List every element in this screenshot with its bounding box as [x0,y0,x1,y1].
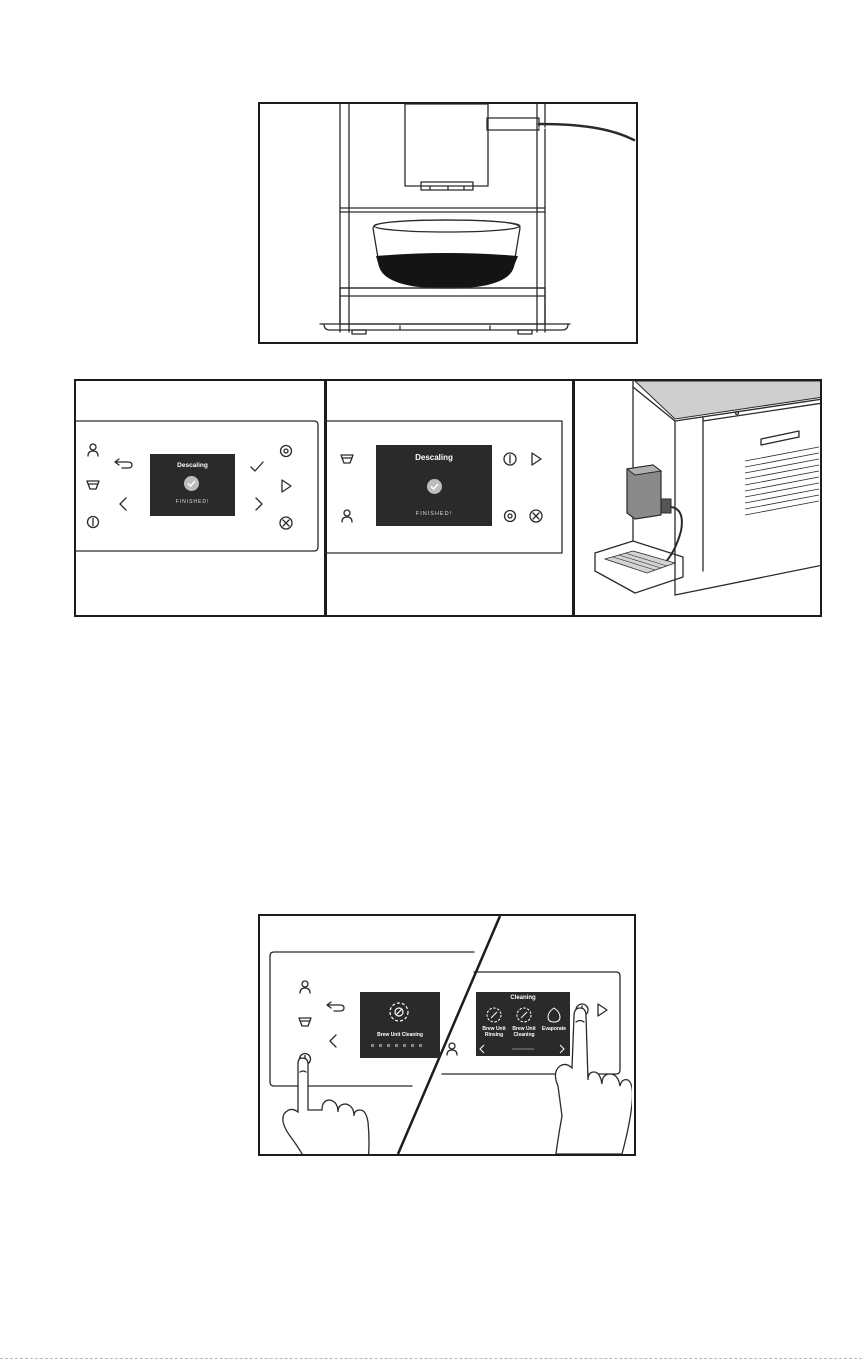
cup-icon[interactable] [298,1016,312,1028]
play-icon[interactable] [280,479,292,493]
screen-status: FINISHED! [150,499,235,505]
back-arrow-icon[interactable] [114,457,134,469]
display-screen: Descaling FINISHED! [150,454,235,516]
cancel-icon[interactable] [278,515,294,531]
user-profile-icon[interactable] [446,1042,458,1056]
page-edge-dashes [0,1358,862,1359]
figure-descaling-finished: Descaling FINISHED! [74,379,822,617]
control-panel-a: Descaling FINISHED! [76,381,324,617]
machine-power-cord-illustration [575,381,822,615]
bean-power-icon[interactable] [502,451,518,467]
check-icon [427,479,442,494]
coffee-machine-illustration [260,104,636,342]
brew-unit-gear-icon [385,998,415,1026]
bean-power-icon[interactable] [86,515,100,529]
settings-gear-icon[interactable] [278,443,294,459]
user-profile-icon[interactable] [340,509,354,523]
figure-brew-unit-cleaning: Brew Unit Cleaning Cleaning Brew Unit Ri… [258,914,636,1156]
hand-pointing-left [276,1052,386,1156]
check-icon [184,476,199,491]
option-label[interactable]: Brew Unit Rinsing [482,1026,506,1038]
chevron-left-icon[interactable] [118,497,128,511]
cancel-icon[interactable] [528,508,544,524]
screen-title: Descaling [376,453,492,462]
progress-dots [371,1044,431,1048]
display-screen: Descaling FINISHED! [376,445,492,526]
display-screen: Brew Unit Cleaning [360,992,440,1058]
screen-title: Brew Unit Cleaning [360,1032,440,1038]
screen-title: Cleaning [476,995,570,1001]
hand-pointing-right [522,1004,632,1154]
settings-gear-icon[interactable] [502,508,518,524]
chevron-left-icon[interactable] [328,1034,338,1048]
play-icon[interactable] [530,452,542,466]
control-panel-b: Descaling FINISHED! [326,381,572,617]
chevron-right-icon[interactable] [254,497,264,511]
checkmark-icon[interactable] [250,461,264,473]
user-profile-icon[interactable] [298,980,312,994]
cup-icon[interactable] [340,453,354,465]
figure-coffee-dispense [258,102,638,344]
cup-icon[interactable] [86,479,100,491]
screen-title: Descaling [150,462,235,469]
screen-status: FINISHED! [376,511,492,517]
back-arrow-icon[interactable] [326,1000,346,1012]
user-profile-icon[interactable] [86,443,100,457]
